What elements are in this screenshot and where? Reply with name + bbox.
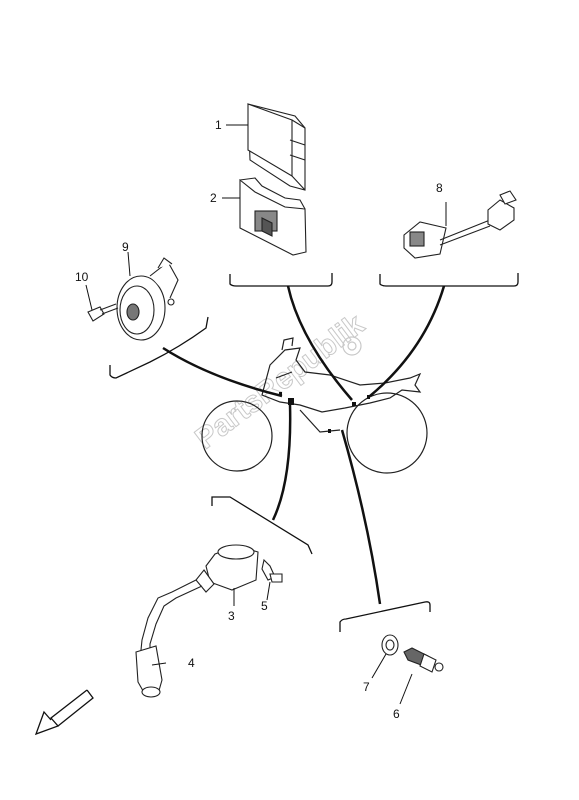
sensor-switch-icon	[403, 647, 444, 673]
callout-10: 10	[75, 270, 89, 284]
ecu-bracket-icon	[239, 177, 307, 256]
callout-9: 9	[122, 240, 129, 254]
location-markers	[279, 392, 370, 433]
group-bracket-switch	[339, 601, 431, 632]
watermark-gear-icon	[342, 336, 362, 356]
callout-2: 2	[210, 191, 217, 205]
callout-1: 1	[215, 118, 222, 132]
horn-icon	[116, 257, 179, 341]
coil-bolt-icon	[261, 558, 283, 583]
horn-bolt-icon	[87, 303, 119, 322]
group-bracket-sensor	[379, 273, 519, 287]
group-bracket-horn	[109, 316, 209, 379]
ignition-coil-icon	[195, 544, 259, 593]
callout-5: 5	[261, 599, 268, 613]
callout-labels: 1 2 3 4 5 6 7 8 9 10	[75, 118, 443, 721]
callout-6: 6	[393, 707, 400, 721]
gasket-washer-icon	[381, 634, 399, 656]
callout-3: 3	[228, 609, 235, 623]
front-arrow-icon	[34, 689, 94, 736]
spark-plug-cap-icon	[135, 579, 203, 698]
sensor-harness-icon	[403, 190, 517, 259]
callout-7: 7	[363, 680, 370, 694]
callout-leaders	[85, 124, 447, 705]
ecu-module-icon	[247, 103, 306, 191]
leader-lines	[162, 285, 446, 605]
group-bracket-coil	[211, 496, 313, 555]
motorcycle-silhouette-icon	[201, 337, 428, 474]
callout-4: 4	[188, 656, 195, 670]
callout-8: 8	[436, 181, 443, 195]
group-bracket-ecu	[229, 273, 333, 287]
